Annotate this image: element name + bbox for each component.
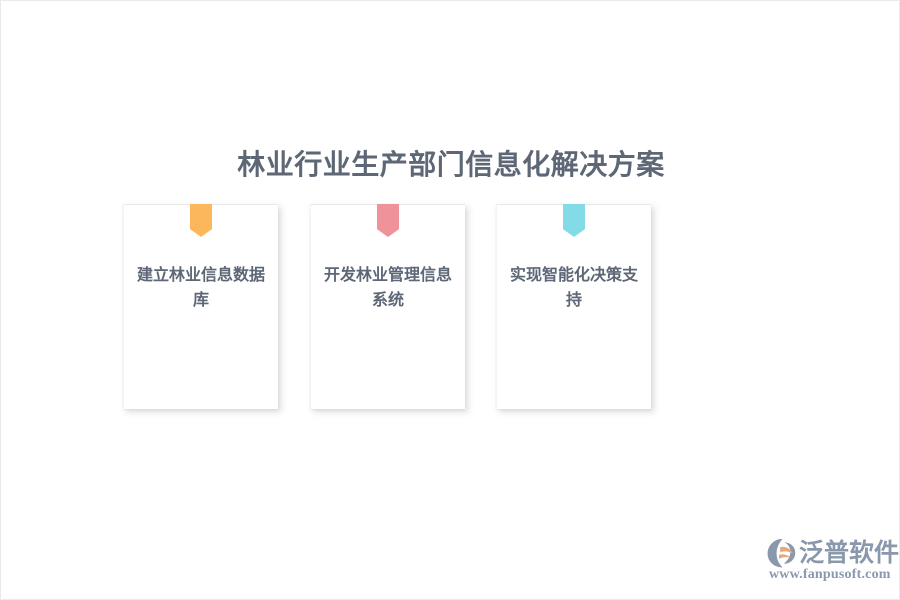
solution-card[interactable]: 开发林业管理信息系统 <box>310 204 465 409</box>
brand-logo-name: 泛普软件 <box>799 539 900 567</box>
solution-card-label: 建立林业信息数据库 <box>136 267 265 309</box>
brand-logo[interactable]: 泛普软件 www.fanpusoft.com <box>767 537 899 587</box>
bookmark-ribbon-icon <box>190 204 212 237</box>
bookmark-ribbon-icon <box>377 204 399 237</box>
solution-card[interactable]: 建立林业信息数据库 <box>123 204 278 409</box>
fanpu-swoosh-logo-icon <box>767 538 796 568</box>
solution-cards-row: 建立林业信息数据库 开发林业管理信息系统 实现智能化决策支持 <box>123 204 653 410</box>
brand-logo-url: www.fanpusoft.com <box>769 567 891 582</box>
page-title: 林业行业生产部门信息化解决方案 <box>237 149 665 180</box>
brand-logo-top: 泛普软件 <box>767 537 899 569</box>
solution-card[interactable]: 实现智能化决策支持 <box>496 204 651 409</box>
solution-card-label: 开发林业管理信息系统 <box>323 267 452 309</box>
bookmark-ribbon-icon <box>563 204 585 237</box>
solution-card-label: 实现智能化决策支持 <box>509 267 638 309</box>
